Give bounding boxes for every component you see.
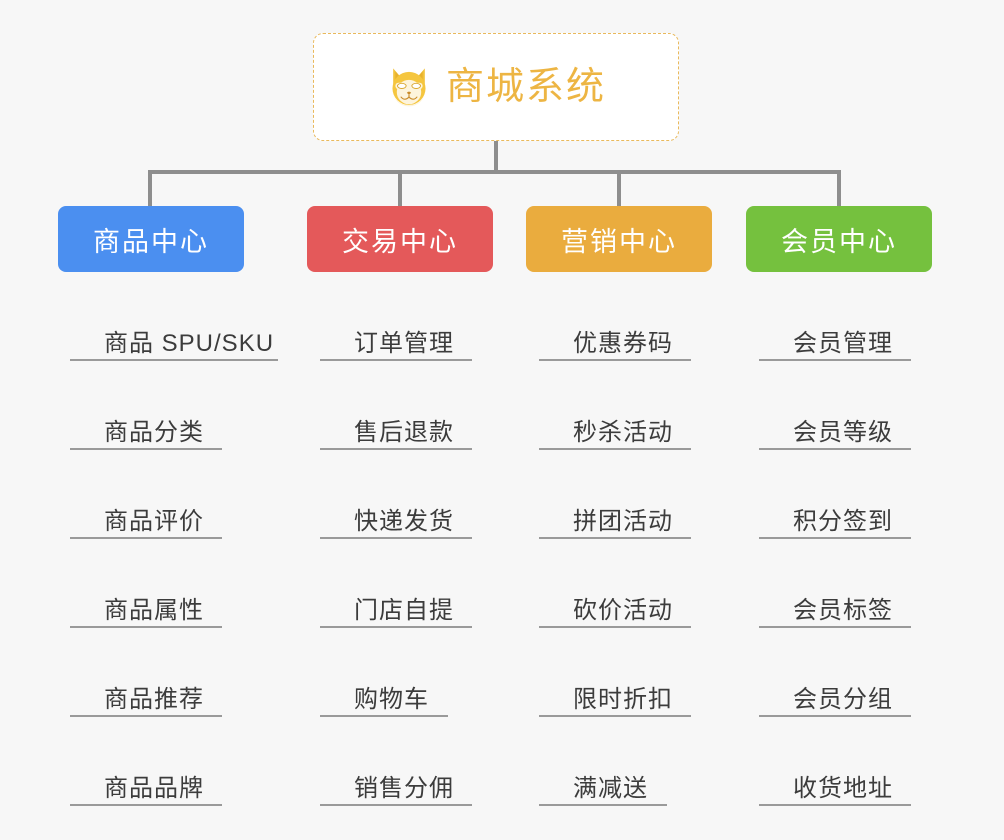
shiba-dog-icon (392, 68, 426, 107)
branch-drop-connector-1 (398, 170, 402, 208)
leaf-label: 商品品牌 (104, 775, 204, 803)
branch-node-trade-center[interactable]: 交易中心 (307, 206, 493, 272)
branch-label: 营销中心 (561, 226, 677, 257)
leaf-label: 收货地址 (793, 775, 893, 803)
leaf-item[interactable]: 收货地址 (759, 717, 911, 806)
root-stem-connector (494, 141, 498, 173)
leaf-label: 订单管理 (354, 330, 454, 358)
leaf-label: 砍价活动 (573, 597, 673, 625)
leaf-label: 门店自提 (354, 597, 454, 625)
branch-label: 商品中心 (93, 226, 209, 257)
leaf-label: 优惠券码 (573, 330, 673, 358)
leaf-item[interactable]: 限时折扣 (539, 628, 691, 717)
root-node[interactable]: 商城系统 (313, 33, 679, 141)
leaf-item[interactable]: 商品属性 (70, 539, 222, 628)
leaf-item[interactable]: 售后退款 (320, 361, 472, 450)
branch-node-marketing-center[interactable]: 营销中心 (526, 206, 712, 272)
leaf-label: 会员分组 (793, 686, 893, 714)
leaf-label: 满减送 (573, 775, 648, 803)
leaf-item[interactable]: 拼团活动 (539, 450, 691, 539)
leaf-item[interactable]: 商品评价 (70, 450, 222, 539)
branch-label: 交易中心 (342, 226, 458, 257)
leaf-item[interactable]: 订单管理 (320, 272, 472, 361)
leaf-label: 拼团活动 (573, 508, 673, 536)
branch-drop-connector-2 (617, 170, 621, 208)
leaf-label: 商品 SPU/SKU (104, 330, 275, 358)
leaf-label: 商品推荐 (104, 686, 204, 714)
leaf-item[interactable]: 会员标签 (759, 539, 911, 628)
leaf-item[interactable]: 快递发货 (320, 450, 472, 539)
leaf-label: 积分签到 (793, 508, 893, 536)
branch-drop-connector-0 (148, 170, 152, 208)
branch-node-member-center[interactable]: 会员中心 (746, 206, 932, 272)
leaf-label: 商品评价 (104, 508, 204, 536)
leaf-label: 会员管理 (793, 330, 893, 358)
root-title: 商城系统 (445, 66, 606, 108)
leaf-label: 购物车 (354, 686, 429, 714)
leaf-label: 快递发货 (354, 508, 454, 536)
leaf-column-product-center: 商品 SPU/SKU 商品分类 商品评价 商品属性 商品推荐 商品品牌 (70, 272, 300, 806)
leaf-column-member-center: 会员管理 会员等级 积分签到 会员标签 会员分组 收货地址 (759, 272, 989, 806)
leaf-column-trade-center: 订单管理 售后退款 快递发货 门店自提 购物车 销售分佣 (320, 272, 550, 806)
leaf-column-marketing-center: 优惠券码 秒杀活动 拼团活动 砍价活动 限时折扣 满减送 (539, 272, 769, 806)
leaf-label: 商品属性 (104, 597, 204, 625)
leaf-label: 商品分类 (104, 419, 204, 447)
leaf-label: 秒杀活动 (573, 419, 673, 447)
branch-drop-connector-3 (837, 170, 841, 208)
branch-node-product-center[interactable]: 商品中心 (58, 206, 244, 272)
leaf-item[interactable]: 会员等级 (759, 361, 911, 450)
leaf-label: 限时折扣 (573, 686, 673, 714)
leaf-label: 会员等级 (793, 419, 893, 447)
leaf-item[interactable]: 秒杀活动 (539, 361, 691, 450)
leaf-item[interactable]: 会员分组 (759, 628, 911, 717)
leaf-item[interactable]: 砍价活动 (539, 539, 691, 628)
leaf-item[interactable]: 满减送 (539, 717, 667, 806)
leaf-label: 会员标签 (793, 597, 893, 625)
leaf-item[interactable]: 购物车 (320, 628, 448, 717)
leaf-label: 售后退款 (354, 419, 454, 447)
leaf-item[interactable]: 门店自提 (320, 539, 472, 628)
leaf-label: 销售分佣 (354, 775, 454, 803)
leaf-item[interactable]: 优惠券码 (539, 272, 691, 361)
leaf-item[interactable]: 商品分类 (70, 361, 222, 450)
leaf-item[interactable]: 商品推荐 (70, 628, 222, 717)
leaf-item[interactable]: 积分签到 (759, 450, 911, 539)
branch-bus-connector (150, 170, 840, 174)
leaf-item[interactable]: 会员管理 (759, 272, 911, 361)
leaf-item[interactable]: 销售分佣 (320, 717, 472, 806)
branch-label: 会员中心 (781, 226, 897, 257)
leaf-item[interactable]: 商品品牌 (70, 717, 222, 806)
leaf-item[interactable]: 商品 SPU/SKU (70, 272, 278, 361)
